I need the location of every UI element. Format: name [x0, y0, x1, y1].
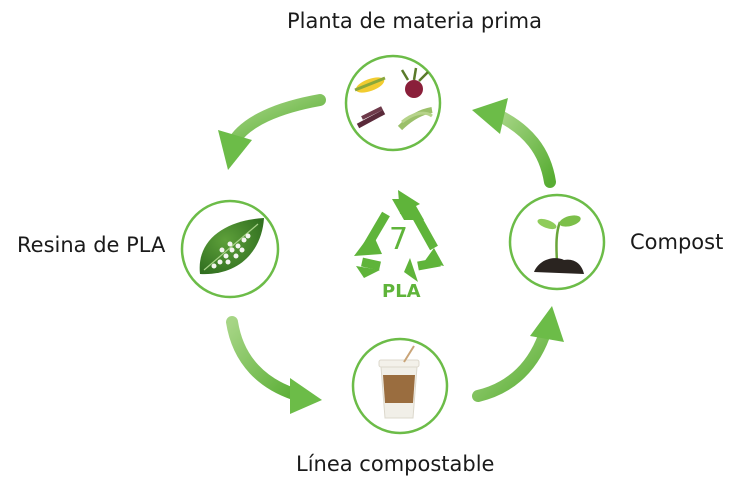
- arrow-top-to-left: [218, 94, 326, 170]
- stage-label-compost: Compost: [630, 230, 724, 254]
- resin-pellets-icon: [211, 233, 251, 269]
- recycle-code: PLA: [382, 281, 421, 302]
- wheat-icon: [397, 107, 433, 131]
- recycle-arrowheads-icon: [354, 190, 444, 282]
- soil-icon: [534, 258, 584, 274]
- pla-resin-circle: [180, 199, 280, 299]
- sugarcane-icon: [356, 106, 386, 129]
- recycle-number: 7: [389, 222, 409, 257]
- raw-material-circle: [344, 54, 442, 152]
- corn-icon: [354, 76, 386, 93]
- recycle-symbol: [354, 190, 444, 282]
- stage-label-compostable-line: Línea compostable: [296, 452, 495, 476]
- beet-icon: [400, 67, 429, 98]
- cup-icon: [378, 345, 420, 419]
- leaf-icon: [199, 218, 264, 275]
- stage-label-raw-material: Planta de materia prima: [287, 9, 542, 33]
- stage-label-pla-resin: Resina de PLA: [17, 233, 166, 257]
- seedling-icon: [537, 215, 581, 263]
- arrow-bottom-to-right: [472, 306, 564, 402]
- arrow-left-to-bottom: [226, 316, 322, 414]
- compostable-cup-circle: [351, 337, 449, 435]
- compost-circle: [508, 193, 606, 291]
- arrow-right-to-top: [472, 98, 556, 188]
